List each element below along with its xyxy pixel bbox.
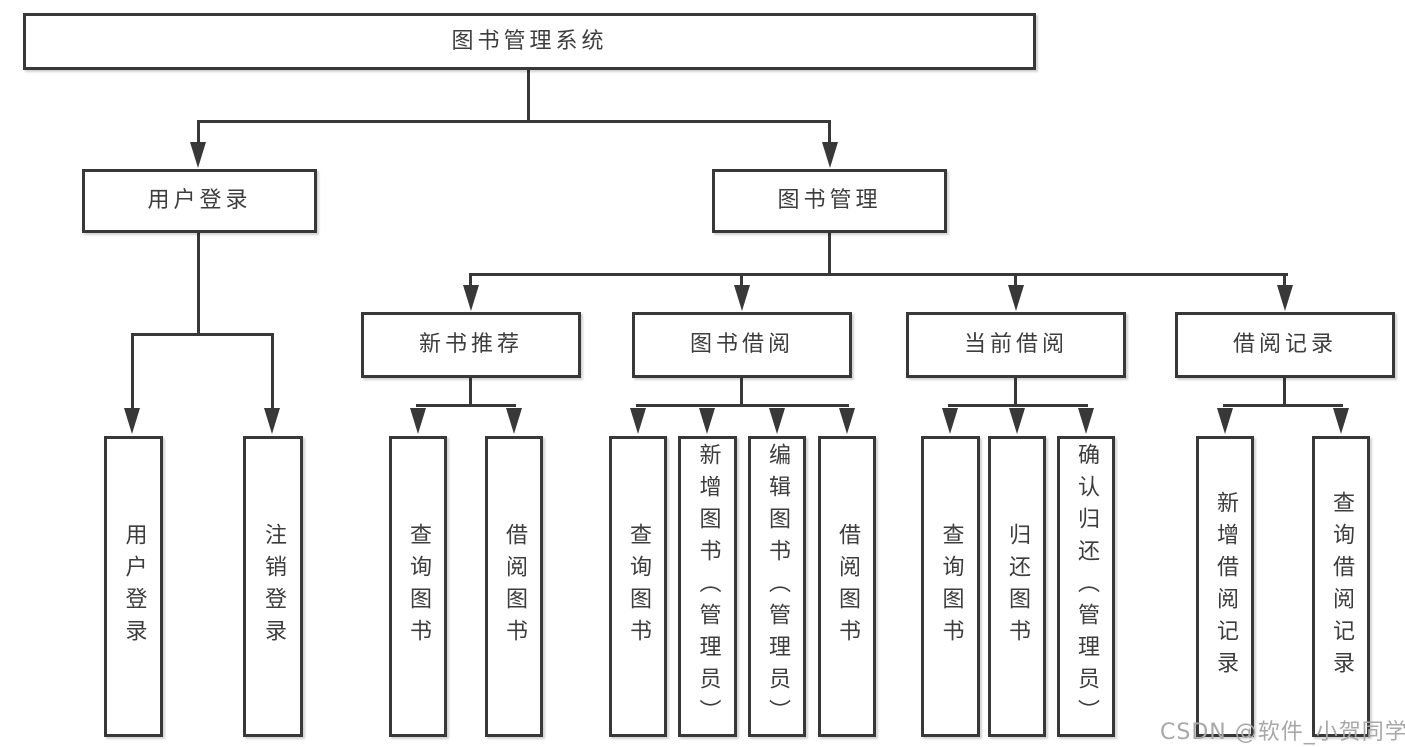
leaf-confirm-return-admin: 确认归还（管理员）	[1057, 436, 1115, 737]
connector-recommend-bar	[416, 404, 516, 407]
arrow-down-icon	[630, 408, 646, 434]
arrow-down-icon	[190, 142, 206, 168]
connector-book-mgmt-stem	[828, 233, 831, 276]
leaf-query-books-recommend-label: 查询图书	[406, 522, 431, 651]
watermark-text: CSDN @软件_小贺同学	[1160, 720, 1405, 745]
leaf-add-borrow-record: 新增借阅记录	[1196, 436, 1254, 737]
leaf-query-borrow-record: 查询借阅记录	[1312, 436, 1370, 737]
leaf-query-borrow-record-label: 查询借阅记录	[1329, 490, 1354, 683]
connector-recommend-stem	[469, 378, 472, 407]
arrow-down-icon	[463, 285, 479, 311]
connector-user-login-bar	[131, 333, 274, 336]
arrow-down-icon	[822, 142, 838, 168]
connector-book-mgmt-bar	[469, 273, 1288, 276]
connector-l3-drop	[1014, 276, 1017, 287]
node-book-borrowing: 图书借阅	[632, 312, 852, 378]
connector-current-bar	[948, 404, 1088, 407]
node-book-management-label: 图书管理	[777, 188, 882, 213]
leaf-logout-label: 注销登录	[261, 522, 286, 651]
arrow-down-icon	[734, 285, 750, 311]
leaf-return-books: 归还图书	[988, 436, 1046, 737]
leaf-logout: 注销登录	[243, 436, 303, 737]
leaf-return-books-label: 归还图书	[1005, 522, 1030, 651]
connector-book-mgmt-drop	[828, 122, 831, 143]
leaf-query-books-borrowing-label: 查询图书	[626, 522, 651, 651]
arrow-down-icon	[410, 408, 426, 434]
leaf-borrow-books-borrowing-label: 借阅图书	[835, 522, 860, 651]
arrow-down-icon	[769, 408, 785, 434]
leaf-borrow-books-recommend-label: 借阅图书	[502, 522, 527, 651]
connector-leaf-drop	[131, 336, 134, 409]
connector-root-bar	[197, 120, 831, 123]
connector-borrowing-stem	[740, 378, 743, 407]
connector-records-bar	[1223, 404, 1343, 407]
connector-root-stem	[527, 70, 530, 123]
arrow-down-icon	[1217, 408, 1233, 434]
node-current-borrowing-label: 当前借阅	[963, 332, 1068, 357]
leaf-add-borrow-record-label: 新增借阅记录	[1213, 490, 1238, 683]
arrow-down-icon	[1009, 408, 1025, 434]
leaf-edit-books-admin-label: 编辑图书（管理员）	[765, 442, 790, 731]
node-new-book-recommend-label: 新书推荐	[418, 332, 523, 357]
connector-l3-drop	[469, 276, 472, 287]
node-root: 图书管理系统	[23, 13, 1036, 70]
node-current-borrowing: 当前借阅	[906, 312, 1126, 378]
leaf-query-books-current-label: 查询图书	[938, 522, 964, 651]
connector-user-login-stem	[197, 233, 200, 336]
arrow-down-icon	[839, 408, 855, 434]
node-book-management: 图书管理	[712, 169, 947, 233]
node-borrowing-records: 借阅记录	[1175, 312, 1395, 378]
connector-records-stem	[1283, 378, 1286, 407]
node-borrowing-records-label: 借阅记录	[1232, 332, 1337, 357]
leaf-query-books-borrowing: 查询图书	[609, 436, 667, 737]
arrow-down-icon	[1008, 285, 1024, 311]
leaf-query-books-current: 查询图书	[921, 436, 980, 737]
leaf-confirm-return-admin-label: 确认归还（管理员）	[1074, 442, 1099, 731]
node-book-borrowing-label: 图书借阅	[689, 332, 794, 357]
arrow-down-icon	[264, 408, 280, 434]
leaf-query-books-recommend: 查询图书	[389, 436, 447, 737]
arrow-down-icon	[699, 408, 715, 434]
arrow-down-icon	[506, 408, 522, 434]
connector-current-stem	[1014, 378, 1017, 407]
arrow-down-icon	[942, 408, 958, 434]
node-new-book-recommend: 新书推荐	[361, 312, 581, 378]
leaf-user-login: 用户登录	[104, 436, 163, 737]
leaf-borrow-books-borrowing: 借阅图书	[818, 436, 876, 737]
connector-borrowing-bar	[636, 404, 849, 407]
leaf-borrow-books-recommend: 借阅图书	[485, 436, 543, 737]
leaf-user-login-label: 用户登录	[121, 522, 147, 651]
arrow-down-icon	[1277, 285, 1293, 311]
leaf-edit-books-admin: 编辑图书（管理员）	[748, 436, 806, 737]
node-root-label: 图书管理系统	[451, 28, 608, 54]
arrow-down-icon	[124, 408, 140, 434]
node-user-login: 用户登录	[82, 169, 317, 233]
connector-user-login-drop	[197, 122, 200, 143]
arrow-down-icon	[1078, 408, 1094, 434]
arrow-down-icon	[1333, 408, 1349, 434]
leaf-add-books-admin-label: 新增图书（管理员）	[695, 442, 721, 731]
connector-l3-drop	[1283, 276, 1286, 287]
node-user-login-label: 用户登录	[147, 188, 252, 213]
connector-l3-drop	[740, 276, 743, 287]
connector-leaf-drop	[271, 336, 274, 409]
leaf-add-books-admin: 新增图书（管理员）	[678, 436, 737, 737]
